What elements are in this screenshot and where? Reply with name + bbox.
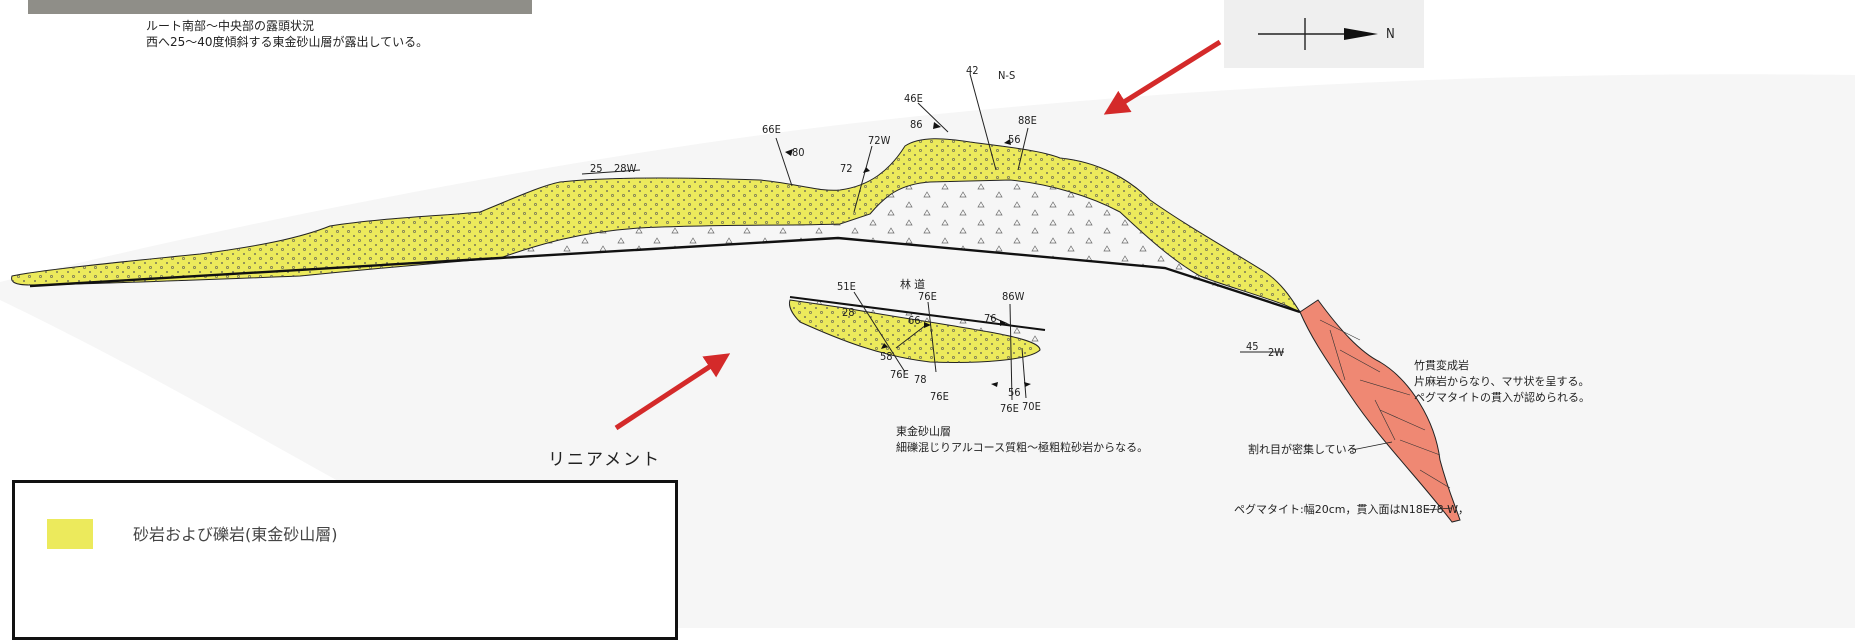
label-86w: 86W xyxy=(1002,290,1025,303)
base-contact-line xyxy=(29,236,1301,314)
label-66: 66 xyxy=(908,314,921,327)
unit-caption: 東金砂山層 細礫混じりアルコース質粗～極粗粒砂岩からなる。 xyxy=(896,424,1148,456)
label-ns: N-S xyxy=(998,69,1015,82)
lineament-label: リニアメント xyxy=(548,450,662,470)
label-78: 78 xyxy=(914,373,927,386)
label-66e: 66E xyxy=(762,123,781,136)
label-76e-c: 76E xyxy=(930,390,949,403)
label-28w: 28W xyxy=(614,162,637,175)
label-58: 58 xyxy=(880,350,893,363)
pegmatite-leader xyxy=(1425,507,1453,511)
attitude-symbols-upper xyxy=(581,73,1284,353)
label-56: 56 xyxy=(1008,133,1021,146)
metamorphic-fractures xyxy=(1319,319,1451,489)
north-label: N xyxy=(1386,27,1395,42)
label-70e: 70E xyxy=(1022,400,1041,413)
label-76: 76 xyxy=(984,312,997,325)
unit-caption-line1: 東金砂山層 xyxy=(896,425,951,438)
legend: 砂岩および礫岩(東金砂山層) xyxy=(12,480,678,640)
label-86: 86 xyxy=(910,118,923,131)
label-56-lower: 56 xyxy=(1008,386,1021,399)
label-42: 42 xyxy=(966,64,979,77)
label-72w: 72W xyxy=(868,134,891,147)
dip-arrows-upper xyxy=(785,122,1011,173)
label-45: 45 xyxy=(1246,340,1259,353)
north-arrow: N xyxy=(1258,18,1395,50)
metamorphic-caption-line3: ペグマタイトの貫入が認められる。 xyxy=(1414,391,1590,404)
label-76e-d: 76E xyxy=(1000,402,1019,415)
label-2w: 2W xyxy=(1268,346,1284,359)
legend-sandstone-label: 砂岩および礫岩(東金砂山層) xyxy=(133,525,338,544)
dip-arrows-lower xyxy=(881,320,1031,387)
unit-caption-line2: 細礫混じりアルコース質粗～極粗粒砂岩からなる。 xyxy=(896,441,1149,454)
outcrop-caption: ルート南部～中央部の露頭状況 西へ25～40度傾斜する東金砂山層が露出している。 xyxy=(146,18,428,50)
metamorphic-caption-line2: 片麻岩からなり、マサ状を呈する。 xyxy=(1414,375,1590,388)
rubble-zone-upper xyxy=(498,178,1225,288)
outcrop-caption-line2: 西へ25～40度傾斜する東金砂山層が露出している。 xyxy=(146,35,429,49)
label-76e-b: 76E xyxy=(890,368,909,381)
lineament-arrow-upper xyxy=(1103,39,1222,115)
sandstone-texture-lower xyxy=(789,300,1040,363)
label-28: 28 xyxy=(842,306,855,319)
legend-sandstone-swatch xyxy=(47,519,93,549)
metamorphic-caption: 竹貫変成岩 片麻岩からなり、マサ状を呈する。 ペグマタイトの貫入が認められる。 xyxy=(1414,358,1590,406)
label-76e-a: 76E xyxy=(918,290,937,303)
lineament-arrow-lower xyxy=(614,353,731,431)
pegmatite-note: ペグマタイト:幅20cm，貫入面はN18E78 W， xyxy=(1234,503,1470,516)
label-25: 25 xyxy=(590,162,603,175)
attitude-symbols-lower xyxy=(853,291,1027,401)
metamorphic-caption-line1: 竹貫変成岩 xyxy=(1414,359,1469,372)
label-72: 72 xyxy=(840,162,853,175)
outcrop-photo xyxy=(28,0,532,14)
outcrop-caption-line1: ルート南部～中央部の露頭状況 xyxy=(146,19,315,33)
forest-road-label: 林 道 xyxy=(900,277,925,291)
metamorphic-outcrop xyxy=(1299,299,1461,523)
label-46e: 46E xyxy=(904,92,923,105)
label-51e: 51E xyxy=(837,280,856,293)
label-88e: 88E xyxy=(1018,114,1037,127)
fracture-note: 割れ目が密集している xyxy=(1248,443,1358,456)
label-80: 80 xyxy=(792,146,805,159)
fracture-leader xyxy=(1351,441,1393,451)
